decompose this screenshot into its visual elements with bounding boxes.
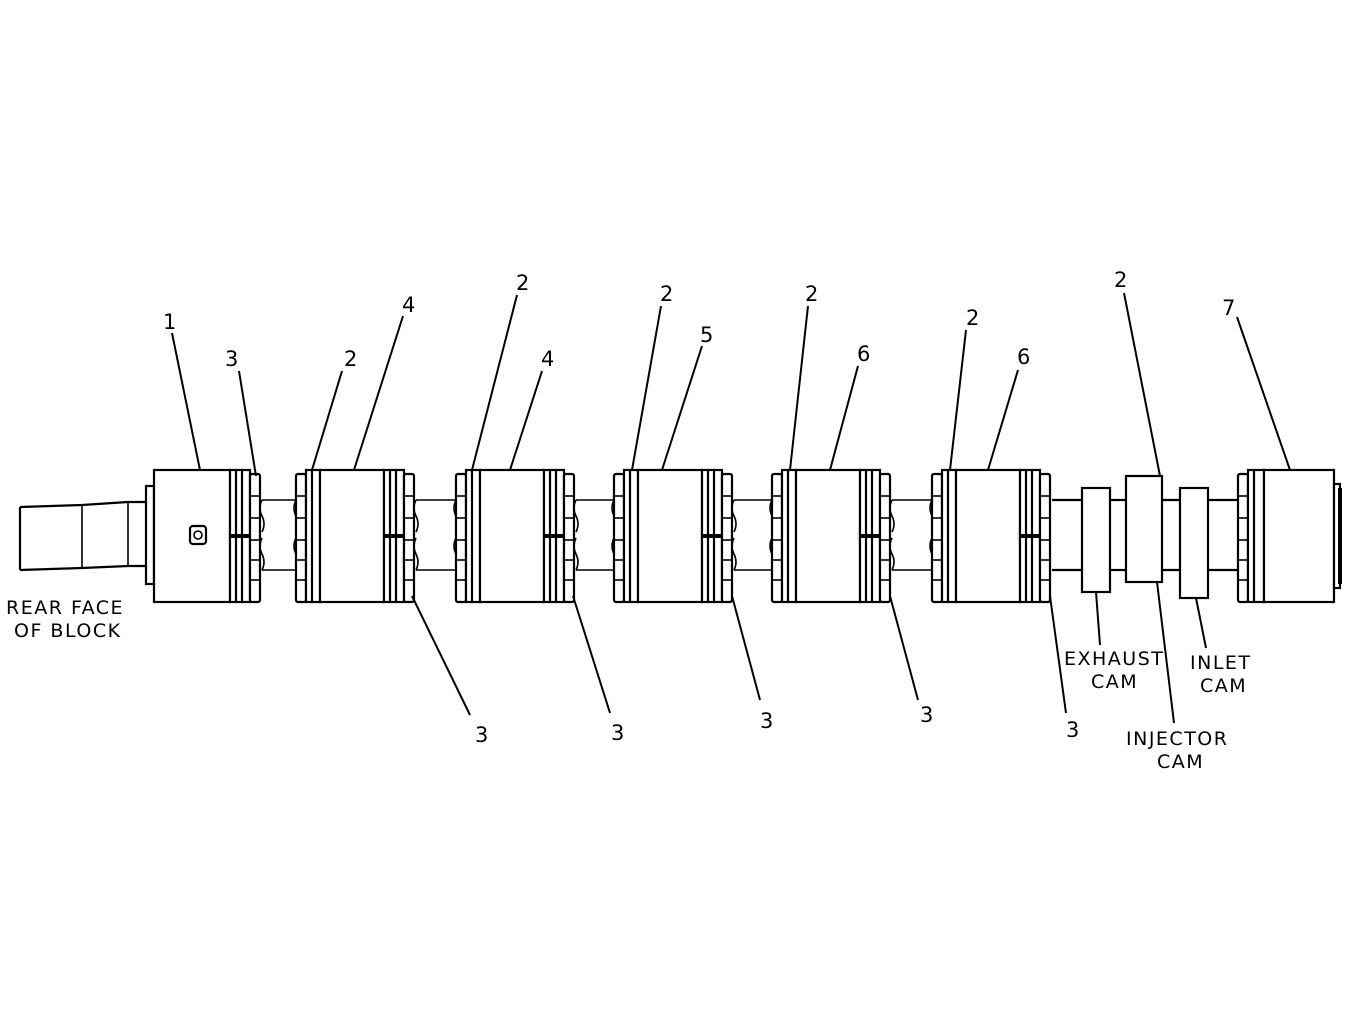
injector-cam-label-line1: INJECTOR	[1126, 728, 1228, 750]
shaft-break	[413, 499, 419, 533]
callout-3: 3	[225, 347, 238, 371]
locknut	[562, 472, 576, 604]
bearing-7	[1236, 468, 1342, 604]
callout-6: 6	[1017, 345, 1030, 369]
exhaust-cam-label-line1: EXHAUST	[1064, 648, 1164, 670]
locknut	[878, 472, 892, 604]
injector-cam-label-line2: CAM	[1157, 751, 1204, 773]
callout-2: 2	[344, 347, 357, 371]
part-labels: REAR FACE OF BLOCK EXHAUST CAM INLET CAM…	[6, 597, 1252, 773]
callout-2: 2	[660, 282, 673, 306]
callout-2: 2	[1114, 268, 1127, 292]
locknut	[720, 472, 734, 604]
rear-face-label-line2: OF BLOCK	[14, 620, 122, 642]
locknut	[1038, 472, 1052, 604]
rear-face-label-line1: REAR FACE	[6, 597, 124, 619]
callout-4: 4	[541, 347, 554, 371]
callout-6: 6	[857, 342, 870, 366]
locknut	[930, 472, 944, 604]
bearing-1	[152, 468, 252, 604]
bearing-body	[794, 468, 862, 604]
locknut	[454, 472, 468, 604]
shaft-break	[573, 499, 579, 533]
bearing-body	[478, 468, 546, 604]
shaft-break	[889, 537, 895, 571]
leader-lines	[171, 292, 1291, 724]
locknut	[612, 472, 626, 604]
exhaust-cam	[1080, 486, 1112, 594]
callout-3: 3	[920, 703, 933, 727]
callout-numbers: 1 3 2 4 2 4 2 5 2 6 2 6 2 7 3 3 3 3 3	[163, 268, 1235, 747]
bearing-body	[954, 468, 1022, 604]
callout-1: 1	[163, 310, 176, 334]
inlet-cam-label-line2: CAM	[1200, 675, 1247, 697]
exhaust-cam-label-line2: CAM	[1091, 671, 1138, 693]
callout-3: 3	[475, 723, 488, 747]
callout-2: 2	[805, 282, 818, 306]
camshaft-nose	[18, 484, 156, 586]
front-cam-section	[1052, 468, 1342, 604]
callout-2: 2	[966, 306, 979, 330]
locknut	[248, 472, 262, 604]
inlet-cam	[1178, 486, 1210, 600]
injector-cam	[1124, 474, 1164, 584]
shaft-break	[731, 499, 737, 533]
locknut	[294, 472, 308, 604]
shaft-break	[259, 499, 265, 533]
shaft-break	[413, 537, 419, 571]
bearing-body	[636, 468, 704, 604]
callout-3: 3	[760, 709, 773, 733]
locknut	[770, 472, 784, 604]
callout-3: 3	[1066, 718, 1079, 742]
shaft-break	[889, 499, 895, 533]
callout-7: 7	[1222, 296, 1235, 320]
shaft-break	[731, 537, 737, 571]
bearing-assemblies	[248, 468, 1052, 604]
inlet-cam-label-line1: INLET	[1190, 652, 1252, 674]
locknut	[402, 472, 416, 604]
shaft-break	[573, 537, 579, 571]
callout-4: 4	[402, 293, 415, 317]
callout-3: 3	[611, 721, 624, 745]
callout-2: 2	[516, 271, 529, 295]
shaft-break	[259, 537, 265, 571]
bearing-body	[318, 468, 386, 604]
callout-5: 5	[700, 323, 713, 347]
